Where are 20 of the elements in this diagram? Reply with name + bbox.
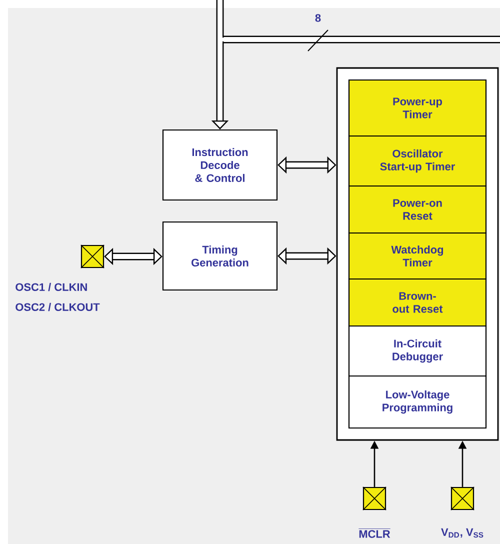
- bus-width-label: 8: [315, 14, 321, 22]
- process-box: Instruction Decode & Control: [162, 129, 278, 201]
- pin-pad: [362, 486, 386, 510]
- function-block: Power-up Timer: [348, 79, 487, 137]
- bus-arrow: [278, 247, 336, 265]
- function-block: Power-on Reset: [348, 185, 487, 234]
- bus-arrow: [278, 156, 336, 174]
- process-box: Timing Generation: [162, 221, 278, 291]
- bus-arrow: [104, 248, 162, 266]
- pin-label: OSC2 / CLKOUT: [16, 302, 100, 312]
- function-block: Watchdog Timer: [348, 232, 487, 280]
- function-block: In-Circuit Debugger: [348, 325, 487, 377]
- pin-label: V$_{DD}$, V$_{SS}$: [441, 528, 484, 538]
- pin-pad: [450, 486, 474, 510]
- function-block: Brown-out Reset: [348, 278, 487, 327]
- pin-pad: [80, 244, 104, 268]
- pin-label: MCLR: [358, 528, 391, 538]
- function-block: Low-Voltage Programming: [348, 375, 487, 429]
- function-block: Oscillator Start-up Timer: [348, 135, 487, 187]
- pin-label: OSC1 / CLKIN: [16, 282, 87, 292]
